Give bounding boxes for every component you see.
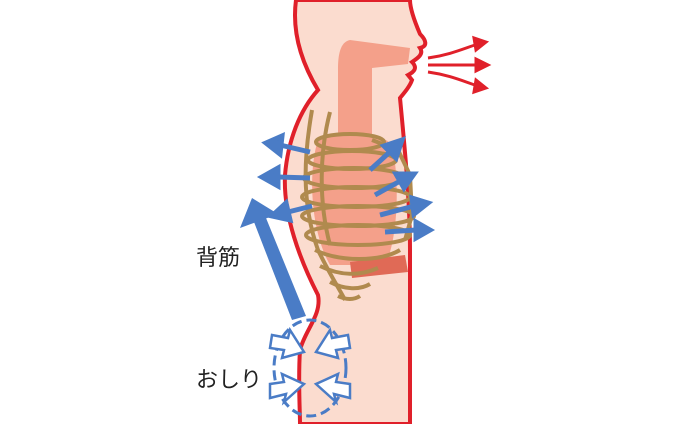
exhale-arrows: [427, 35, 492, 95]
buttocks-circle: [272, 318, 348, 418]
rib-expansion-arrows: [256, 131, 436, 243]
back-muscle-arrow: [240, 198, 306, 320]
back-muscle-label: 背筋: [196, 246, 241, 271]
airway: [338, 40, 410, 140]
buttocks-label: おしり: [196, 368, 263, 393]
buttocks-squeeze-arrows: [268, 326, 352, 406]
